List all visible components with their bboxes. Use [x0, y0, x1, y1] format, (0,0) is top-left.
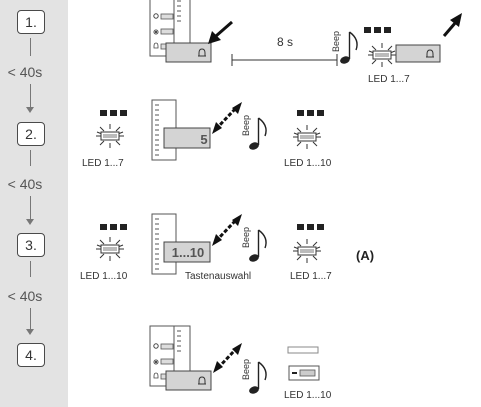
beep-label: Beep: [241, 227, 251, 248]
led-indicator-squares: [297, 110, 324, 116]
connector-line: [30, 150, 31, 166]
blinking-led-icon: [292, 124, 322, 150]
press-release-arrow-icon: [212, 214, 242, 246]
led-indicator-squares: [100, 110, 127, 116]
blinking-led-icon: [95, 123, 125, 149]
connector-line: [30, 38, 31, 56]
led-indicator-squares: [297, 224, 324, 230]
key-number-label: 5: [200, 132, 207, 147]
procedure-diagram: 8 s Beep LED 1...7 LED 1...7 5 Beep LED …: [80, 0, 462, 401]
release-arrow-icon: [442, 13, 462, 37]
step-3-box: 3.: [17, 233, 45, 257]
press-release-arrow-icon: [213, 343, 242, 373]
step-4-box: 4.: [17, 343, 45, 367]
step-2-box: 2.: [17, 122, 45, 146]
led-range-label: LED 1...7: [82, 158, 124, 169]
timer-line: [231, 54, 338, 66]
step-sidebar: 1. < 40s 2. < 40s 3. < 40s 4.: [0, 0, 68, 407]
beep-note-icon: [338, 31, 358, 66]
annotation-label: (A): [356, 248, 374, 263]
step-1-bell-key: [165, 42, 212, 63]
led-range-label: LED 1...7: [368, 74, 410, 85]
press-arrow-icon: [208, 20, 233, 44]
led-range-label: LED 1...10: [284, 390, 332, 401]
down-arrow-icon: [26, 219, 34, 225]
interval-label: < 40s: [7, 288, 43, 304]
step-4-bell-key: [165, 370, 212, 391]
press-release-arrow-icon: [212, 102, 242, 134]
led-range-label: LED 1...10: [80, 271, 128, 282]
blinking-led-icon: [95, 236, 125, 262]
connector-line: [30, 308, 31, 330]
beep-label: Beep: [241, 359, 251, 380]
key-selection-label: Tastenauswahl: [185, 271, 251, 282]
down-arrow-icon: [26, 329, 34, 335]
connector-line: [30, 261, 31, 277]
key-range-label: 1...10: [172, 245, 205, 260]
step-3-key-range: 1...10: [163, 241, 211, 263]
step-2-number-key: 5: [163, 127, 211, 149]
led-range-label: LED 1...7: [290, 271, 332, 282]
beep-label: Beep: [331, 31, 341, 52]
interval-label: < 40s: [7, 176, 43, 192]
led-indicator-squares: [100, 224, 127, 230]
beep-label: Beep: [241, 115, 251, 136]
interval-label: < 40s: [7, 64, 43, 80]
blinking-led-icon: [292, 238, 322, 264]
down-arrow-icon: [26, 107, 34, 113]
led-range-label: LED 1...10: [284, 158, 332, 169]
connector-line: [30, 196, 31, 220]
connector-line: [30, 84, 31, 108]
timer-label: 8 s: [277, 35, 293, 49]
blinking-led-icon: [367, 42, 397, 68]
step-1-box: 1.: [17, 10, 45, 34]
step-1-bell-key-released: [395, 44, 441, 63]
led-off-indicator: [287, 346, 320, 381]
led-indicator-squares: [364, 27, 391, 33]
